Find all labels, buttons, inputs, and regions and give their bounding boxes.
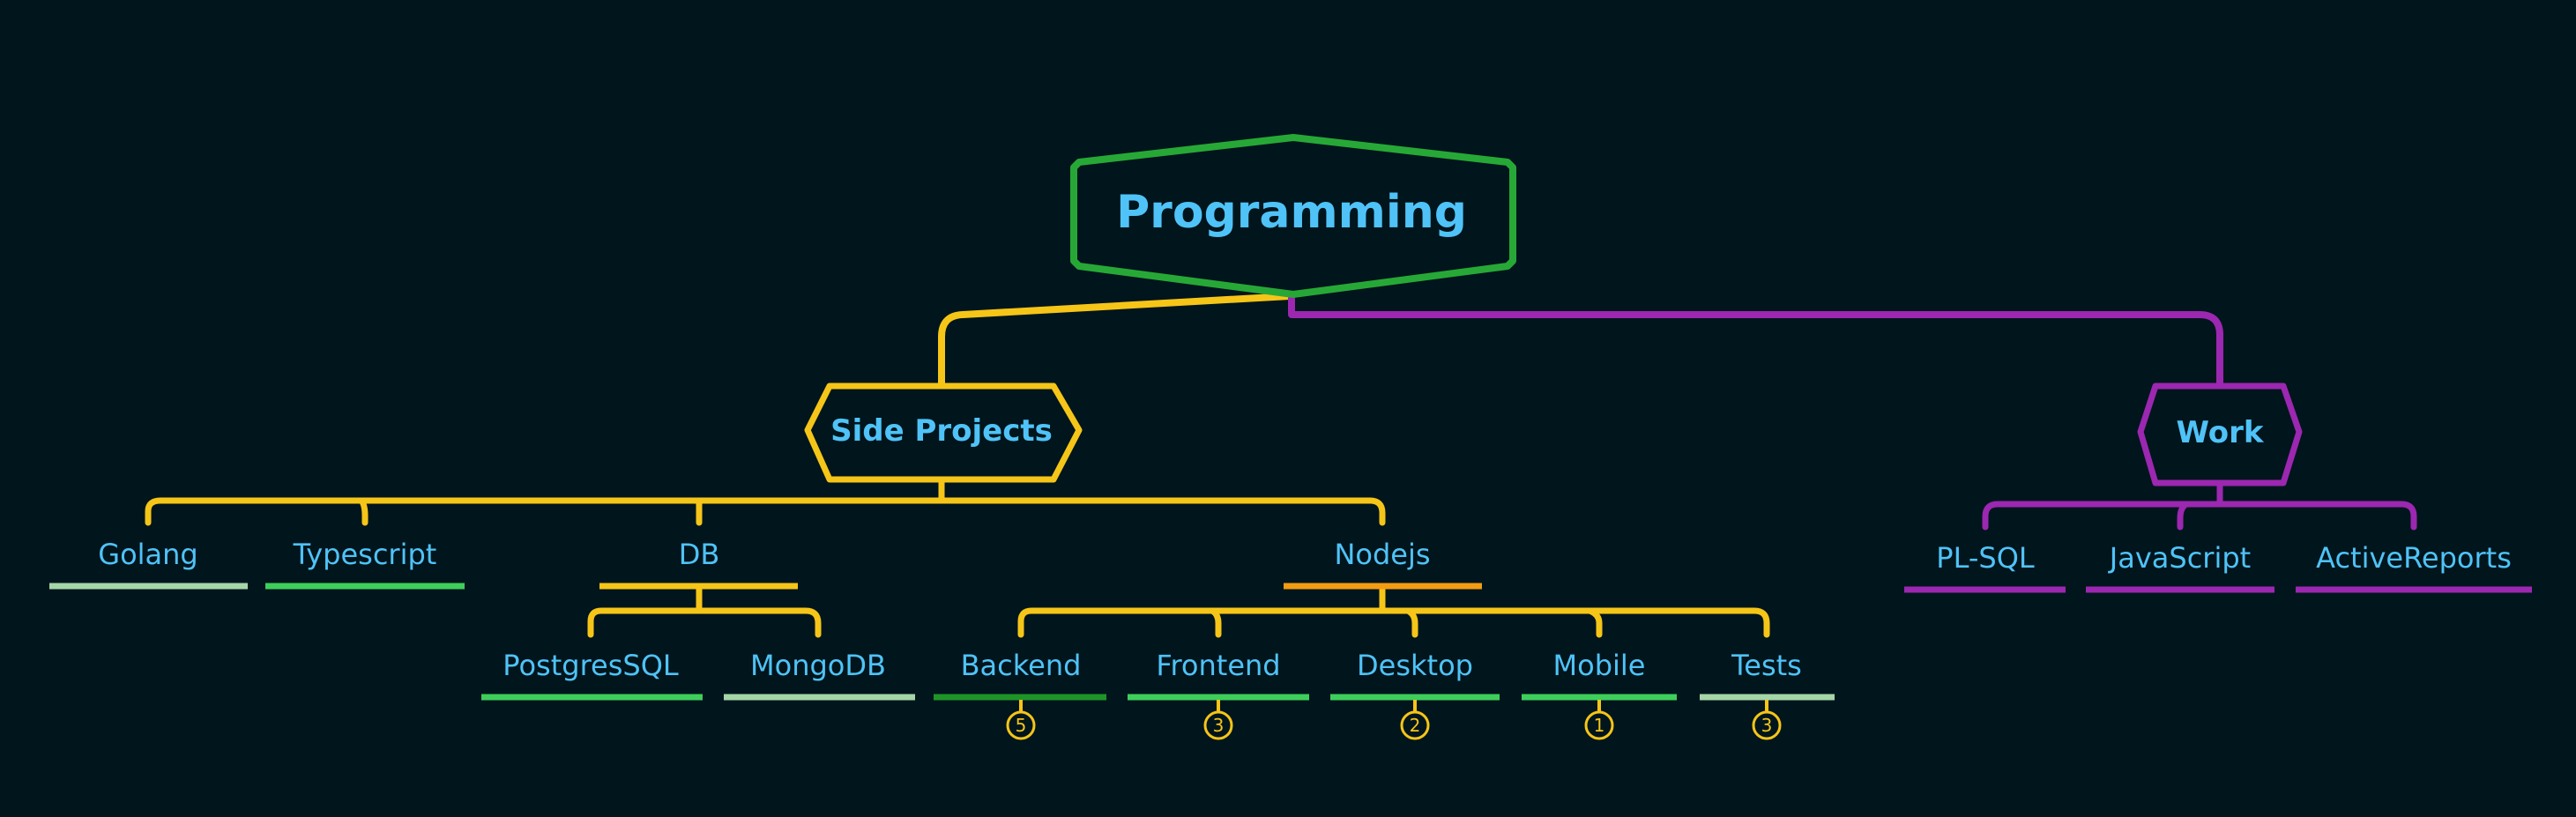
connector-frontend bbox=[1209, 607, 1222, 638]
topic-backend[interactable]: Backend 5 bbox=[934, 649, 1106, 740]
topic-db[interactable]: DB bbox=[599, 538, 798, 590]
root-node[interactable]: Programming bbox=[1070, 134, 1516, 298]
connector-backend bbox=[1017, 583, 1386, 638]
connector-mobile bbox=[1586, 607, 1603, 638]
typescript-label: Typescript bbox=[293, 538, 437, 571]
connector-mongodb bbox=[696, 607, 822, 638]
topic-plsql[interactable]: PL-SQL bbox=[1904, 541, 2066, 593]
root-label: Programming bbox=[1116, 186, 1467, 239]
side-projects-node-border bbox=[804, 383, 1083, 483]
topic-postgres[interactable]: PostgresSQL bbox=[481, 649, 703, 701]
postgres-label: PostgresSQL bbox=[503, 649, 679, 682]
topic-typescript[interactable]: Typescript bbox=[265, 538, 465, 590]
javascript-label: JavaScript bbox=[2108, 541, 2251, 575]
connector-side-projects bbox=[938, 293, 1293, 388]
golang-label: Golang bbox=[98, 538, 197, 571]
connector-javascript bbox=[2177, 501, 2190, 531]
frontend-label: Frontend bbox=[1156, 649, 1280, 682]
work-connectors bbox=[1982, 479, 2417, 531]
topic-desktop[interactable]: Desktop 2 bbox=[1330, 649, 1500, 740]
connector-side-bar bbox=[145, 497, 1386, 526]
work-label[interactable]: Work bbox=[2176, 415, 2264, 450]
side-projects-branch: Side Projects Golang Typescript DB bbox=[49, 383, 1835, 740]
desktop-badge-count: 2 bbox=[1410, 715, 1421, 736]
root-node-border bbox=[1070, 134, 1516, 298]
topic-nodejs[interactable]: Nodejs bbox=[1284, 538, 1482, 590]
topic-tests[interactable]: Tests 3 bbox=[1700, 649, 1835, 740]
activereports-label: ActiveReports bbox=[2316, 541, 2512, 575]
frontend-badge bbox=[1203, 710, 1233, 740]
tests-badge-count: 3 bbox=[1761, 715, 1773, 736]
nodejs-label: Nodejs bbox=[1334, 538, 1430, 571]
topic-activereports[interactable]: ActiveReports bbox=[2296, 541, 2532, 593]
desktop-label: Desktop bbox=[1357, 649, 1473, 682]
db-label: DB bbox=[679, 538, 720, 571]
topic-javascript[interactable]: JavaScript bbox=[2086, 541, 2274, 593]
mongodb-label: MongoDB bbox=[750, 649, 886, 682]
frontend-badge-count: 3 bbox=[1213, 715, 1225, 736]
backend-badge-count: 5 bbox=[1016, 715, 1027, 736]
backend-badge bbox=[1006, 710, 1036, 740]
mobile-badge bbox=[1584, 710, 1614, 740]
side-projects-connectors bbox=[145, 476, 1770, 638]
side-projects-label[interactable]: Side Projects bbox=[830, 413, 1053, 449]
connector-typescript bbox=[358, 497, 369, 526]
connector-work-bar bbox=[1982, 501, 2417, 531]
connector-work bbox=[1288, 293, 2223, 388]
work-branch: Work PL-SQL JavaScript ActiveReports bbox=[1904, 383, 2532, 593]
topic-mongodb[interactable]: MongoDB bbox=[724, 649, 915, 701]
connector-desktop bbox=[1404, 607, 1418, 638]
work-node-border bbox=[2137, 383, 2303, 486]
tests-badge bbox=[1752, 710, 1782, 740]
mobile-badge-count: 1 bbox=[1594, 715, 1605, 736]
connector-postgres bbox=[587, 583, 703, 638]
topic-frontend[interactable]: Frontend 3 bbox=[1128, 649, 1309, 740]
plsql-label: PL-SQL bbox=[1936, 541, 2035, 575]
desktop-badge bbox=[1400, 710, 1430, 740]
tests-label: Tests bbox=[1731, 649, 1802, 682]
topic-mobile[interactable]: Mobile 1 bbox=[1522, 649, 1677, 740]
root-connectors bbox=[938, 293, 2223, 388]
topic-golang[interactable]: Golang bbox=[49, 538, 248, 590]
connector-tests bbox=[1379, 607, 1770, 638]
backend-label: Backend bbox=[961, 649, 1082, 682]
mobile-label: Mobile bbox=[1553, 649, 1646, 682]
